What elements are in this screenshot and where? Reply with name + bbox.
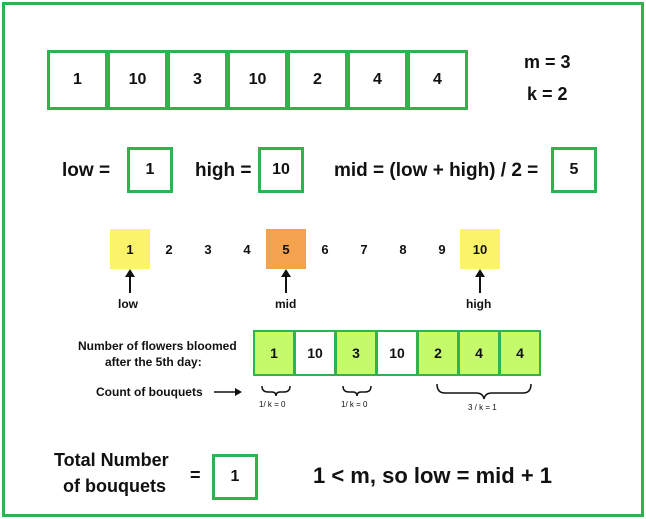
param-k: k = 2 — [527, 84, 568, 104]
high-pointer-label: high — [466, 297, 492, 311]
conclusion-text: 1 < m, so low = mid + 1 — [313, 463, 553, 488]
range-number-high: 10 — [460, 229, 500, 269]
range-number: 2 — [165, 241, 173, 257]
total-value-box: 1 — [212, 454, 258, 500]
param-m: m = 3 — [524, 52, 571, 72]
high-arrow-icon — [475, 269, 485, 293]
count-label: Count of bouquets — [96, 385, 203, 399]
bouquet-braces — [214, 384, 532, 400]
array-cell: 1 — [47, 50, 108, 110]
mid-pointer-label: mid — [275, 297, 297, 311]
high-value-box: 10 — [258, 147, 304, 193]
range-number: 9 — [438, 241, 446, 257]
mid-arrow-icon — [281, 269, 291, 293]
bloom-cell-bloomed: 4 — [458, 330, 500, 376]
total-label-line1: Total Number — [54, 450, 169, 470]
range-number-mid: 5 — [266, 229, 306, 269]
low-arrow-icon — [125, 269, 135, 293]
bloom-cell: 10 — [294, 330, 336, 376]
bloom-cell-bloomed: 4 — [499, 330, 541, 376]
group-label: 3 / k = 1 — [468, 403, 497, 412]
bloom-label-line1: Number of flowers bloomed — [78, 339, 237, 353]
array-cell: 4 — [407, 50, 468, 110]
mid-value-box: 5 — [551, 147, 597, 193]
array-cell: 2 — [287, 50, 348, 110]
range-number-low: 1 — [110, 229, 150, 269]
bloom-cell-bloomed: 3 — [335, 330, 377, 376]
bloom-cell: 10 — [376, 330, 418, 376]
range-number: 4 — [243, 241, 251, 257]
range-number: 8 — [399, 241, 407, 257]
low-pointer-label: low — [118, 297, 138, 311]
high-label: high = — [195, 160, 252, 181]
low-value-box: 1 — [127, 147, 173, 193]
bloom-cell-bloomed: 2 — [417, 330, 459, 376]
array-cell: 10 — [107, 50, 168, 110]
low-label: low = — [62, 160, 111, 181]
range-number: 7 — [360, 241, 368, 257]
mid-label: mid = (low + high) / 2 = — [334, 160, 539, 181]
total-equals: = — [190, 465, 201, 485]
array-cell: 3 — [167, 50, 228, 110]
bloom-label-line2: after the 5th day: — [105, 355, 202, 369]
bloom-cell-bloomed: 1 — [253, 330, 295, 376]
group-label: 1/ k = 0 — [341, 400, 368, 409]
array-cell: 4 — [347, 50, 408, 110]
total-label-line2: of bouquets — [63, 476, 166, 496]
array-cell: 10 — [227, 50, 288, 110]
range-number: 6 — [321, 241, 329, 257]
range-number: 3 — [204, 241, 212, 257]
group-label: 1/ k = 0 — [259, 400, 286, 409]
